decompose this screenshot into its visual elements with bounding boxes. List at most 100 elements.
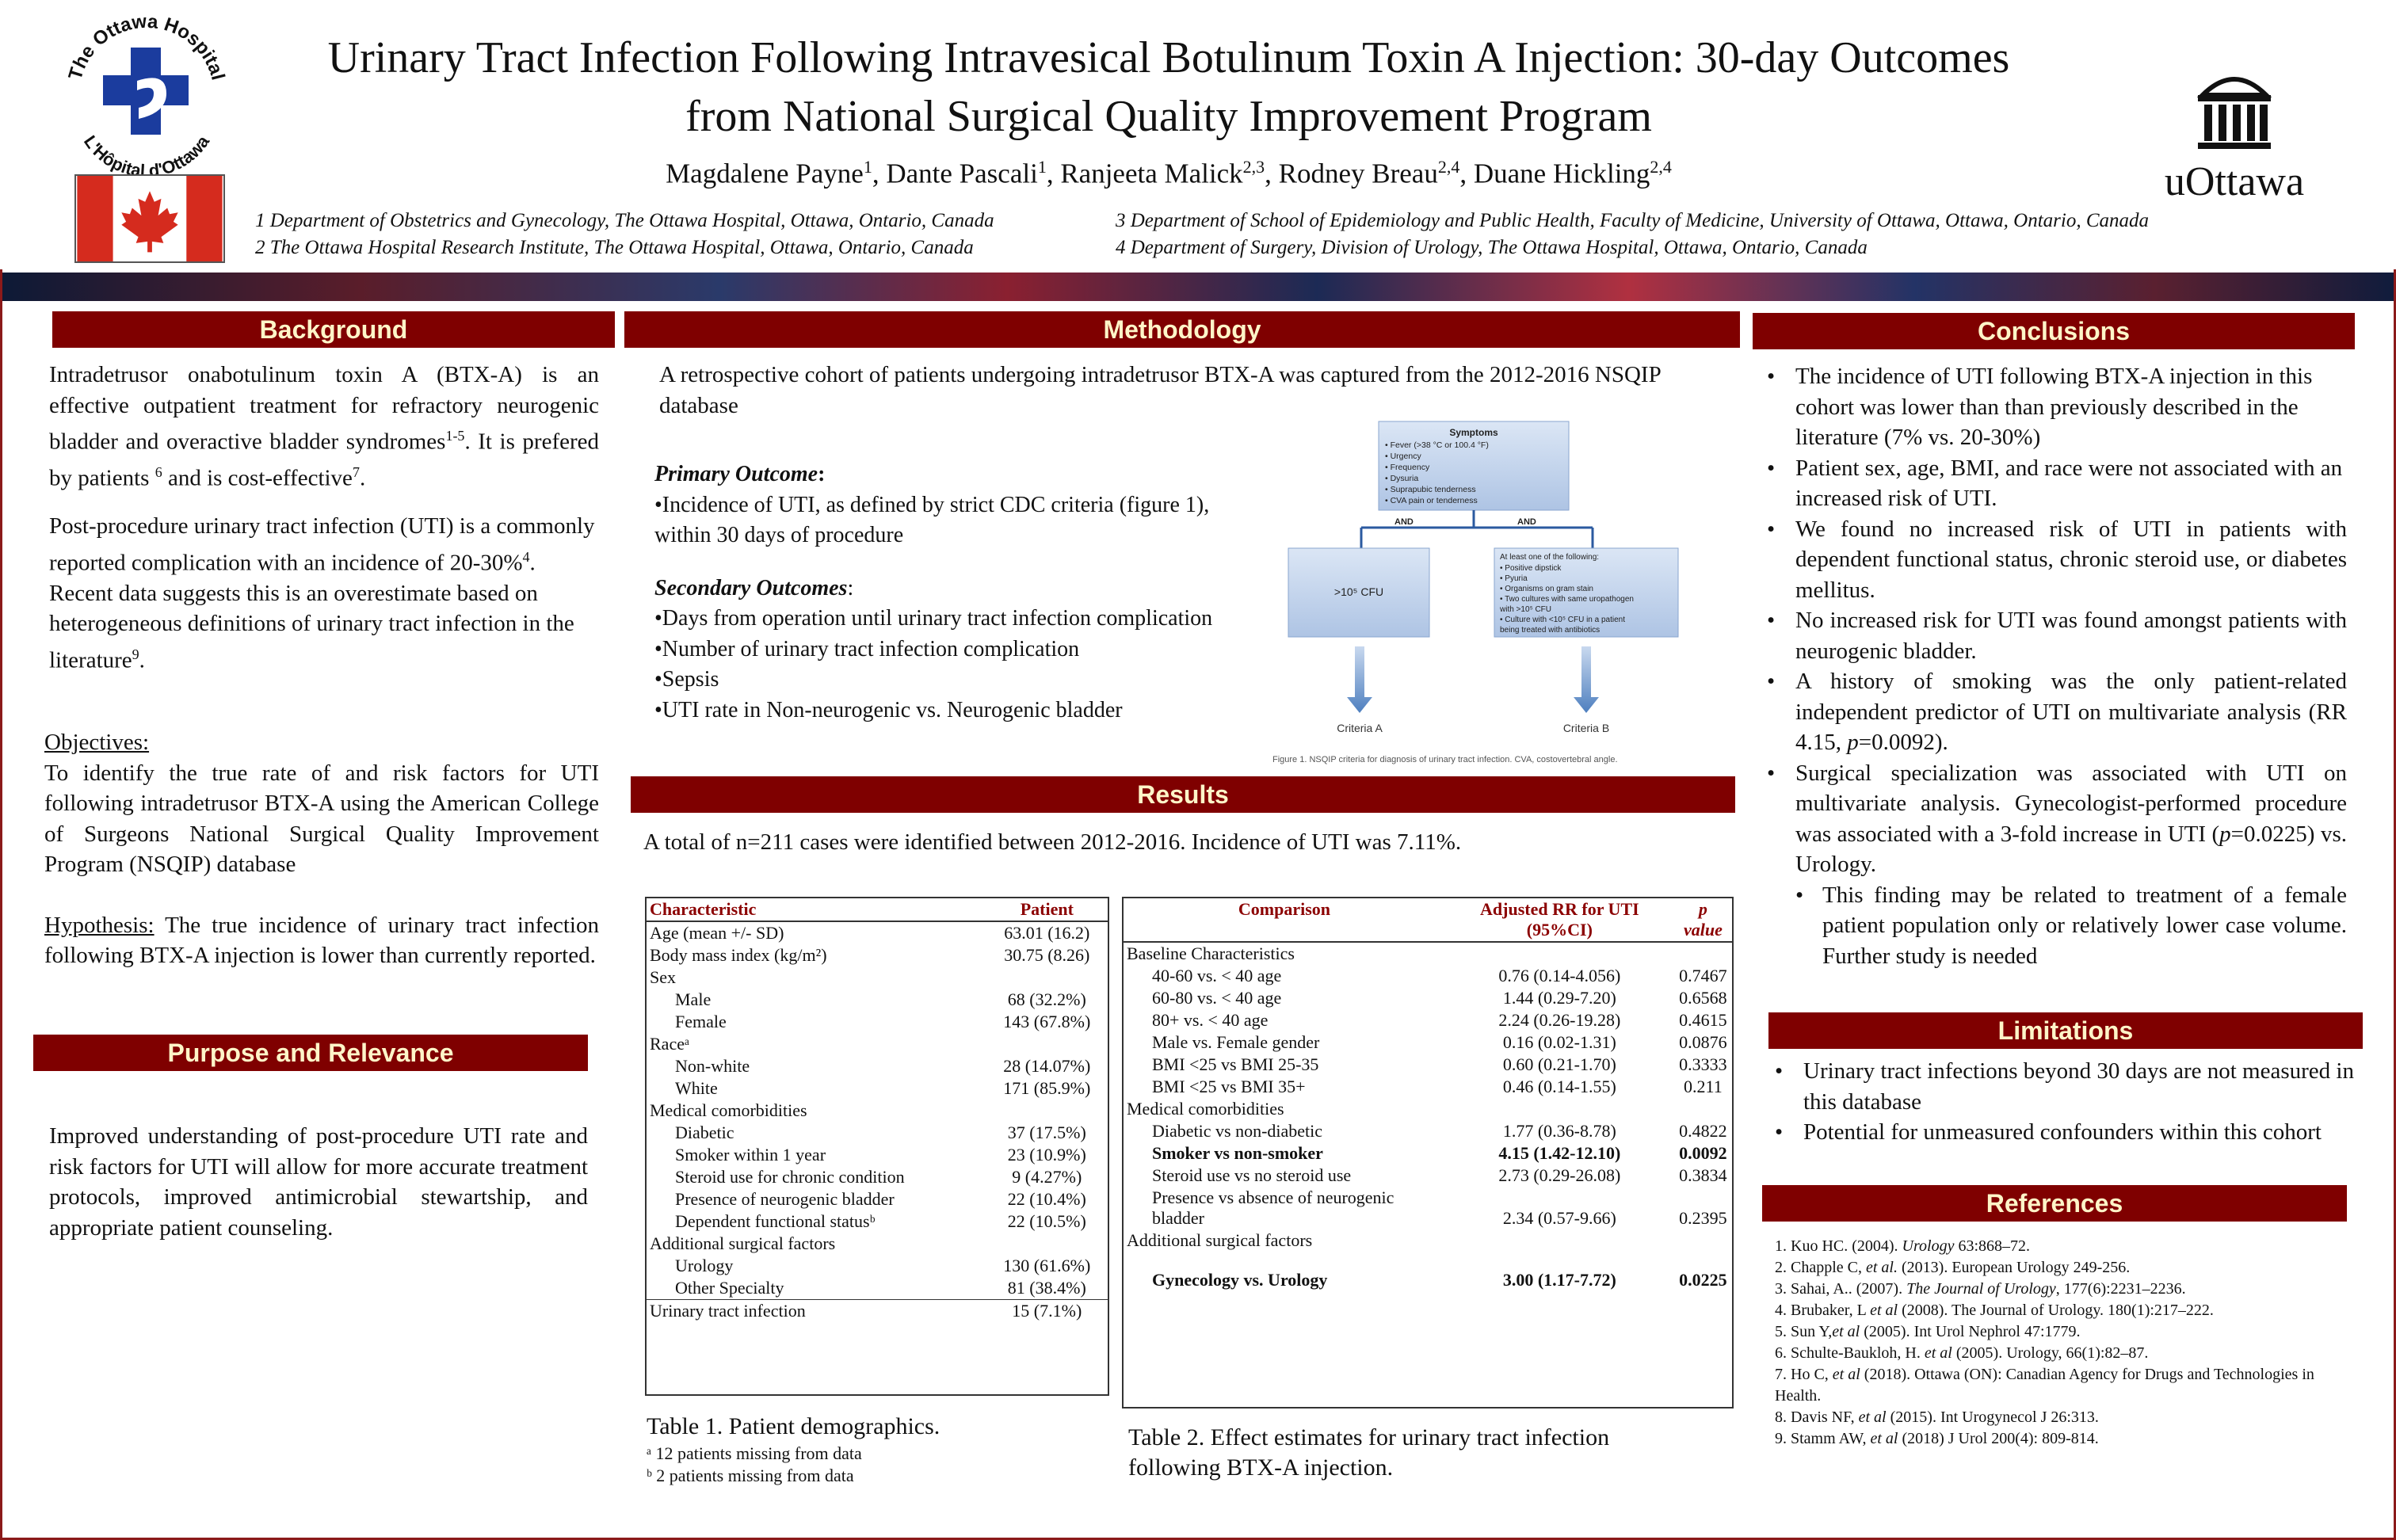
ottawa-hospital-logo: The Ottawa Hospital L'Hôpital d'Ottawa <box>64 11 228 174</box>
reference-part: et al <box>1924 1344 1952 1362</box>
poster-title: Urinary Tract Infection Following Intrav… <box>238 29 2100 146</box>
criteria-b-item: • Organisms on gram stain <box>1500 585 1593 593</box>
table-1-patient-cell: 37 (17.5%) <box>1007 1123 1086 1142</box>
arrow-down-icon <box>1347 646 1372 713</box>
primary-outcome-label-line: Primary Outcome: <box>654 462 826 486</box>
table-2-rr-cell: 0.76 (0.14-4.056) <box>1498 966 1621 985</box>
table-2-rr-cell <box>1445 1098 1674 1120</box>
table-row: Steroid use vs no steroid use 2.73 (0.29-… <box>1124 1165 1732 1187</box>
reference-part: et al <box>1832 1366 1860 1383</box>
affiliation-3: 3 Department of School of Epidemiology a… <box>1116 210 2149 231</box>
table-2-rr-cell: 3.00 (1.17-7.72) <box>1502 1270 1616 1290</box>
table-1-patient-cell: 130 (61.6%) <box>1003 1256 1091 1275</box>
title-line-2: from National Surgical Quality Improveme… <box>685 92 1652 141</box>
background-section: Intradetrusor onabotulinum toxin A (BTX-… <box>49 360 599 676</box>
cfu-box-text: >10⁵ CFU <box>1334 585 1383 598</box>
table-2-p-cell: 0.4615 <box>1679 1010 1727 1030</box>
reference-part: 63:868–72. <box>1954 1237 2031 1255</box>
author-name: Dante Pascali <box>886 158 1038 189</box>
symptom-item: • Suprapubic tenderness <box>1385 485 1476 494</box>
cfu-box <box>1288 547 1430 638</box>
author-name: Duane Hickling <box>1473 158 1650 189</box>
criteria-b-item: with >10⁵ CFU <box>1499 605 1551 614</box>
symptom-item: • Fever (>38 °C or 100.4 °F) <box>1385 440 1489 450</box>
table-2-comparison-cell: Gynecology vs. Urology <box>1152 1270 1328 1290</box>
criteria-b-box <box>1494 547 1679 638</box>
table-2-p-cell: 0.0092 <box>1679 1143 1727 1163</box>
table-2-caption: Table 2. Effect estimates for urinary tr… <box>1128 1424 1610 1481</box>
table-2-comparison-cell: Male vs. Female gender <box>1152 1032 1320 1052</box>
table-row: Urology 130 (61.6%) <box>647 1255 1108 1277</box>
table-row: Age (mean +/- SD)63.01 (16.2) <box>647 921 1108 944</box>
table-row: Medical comorbidities <box>647 1100 1108 1122</box>
table-1-characteristic-cell: Presence of neurogenic bladder <box>675 1189 895 1209</box>
reference-part: (2018) J Urol 200(4): 809-814. <box>1898 1430 2099 1447</box>
hospital-logo-bottom-text: L'Hôpital d'Ottawa <box>80 132 214 174</box>
objectives-label: Objectives: <box>44 730 150 755</box>
reference-part: 6. Schulte-Baukloh, H. <box>1775 1344 1925 1362</box>
table-1-note-a: ᵃ 12 patients missing from data <box>647 1443 862 1463</box>
author-affil-sup: 1 <box>863 157 872 177</box>
reference-part: 9. Stamm AW, <box>1775 1430 1871 1447</box>
author-affil-sup: 2,3 <box>1242 157 1265 177</box>
table-1-patient-cell: 22 (10.4%) <box>1007 1189 1086 1209</box>
affiliations-right: 3 Department of School of Epidemiology a… <box>1116 208 2352 261</box>
table-row: Body mass index (kg/m²)30.75 (8.26) <box>647 944 1108 966</box>
table-1-caption: Table 1. Patient demographics. <box>647 1413 940 1439</box>
author-affil-sup: 2,4 <box>1437 157 1460 177</box>
affiliation-1: 1 Department of Obstetrics and Gynecolog… <box>255 210 994 231</box>
reference-part: et al <box>1858 1408 1887 1426</box>
table-2-comparison-cell: 40-60 vs. < 40 age <box>1152 966 1282 985</box>
table-2-p-cell: 0.0876 <box>1679 1032 1727 1052</box>
conclusions-sublist: This finding may be related to treatment… <box>1792 880 2347 972</box>
table-2-rr-cell: 2.73 (0.29-26.08) <box>1498 1165 1621 1185</box>
table-2-header-comparison: Comparison <box>1124 898 1445 943</box>
table-2-p-cell: 0.3834 <box>1679 1165 1727 1185</box>
author-list: Magdalene Payne1, Dante Pascali1, Ranjee… <box>666 157 1672 189</box>
reference-item: 1. Kuo HC. (2004). Urology 63:868–72. <box>1775 1236 2353 1257</box>
secondary-outcome-label-line: Secondary Outcomes: <box>654 575 854 600</box>
table-row: Baseline Characteristics <box>1124 942 1732 965</box>
limitation-item: Urinary tract infections beyond 30 days … <box>1772 1056 2355 1117</box>
table-1-patient-cell: 68 (32.2%) <box>1007 989 1086 1009</box>
table-2-p-cell <box>1674 1098 1732 1120</box>
figure-1-caption: Figure 1. NSQIP criteria for diagnosis o… <box>1272 755 1618 764</box>
affiliation-4: 4 Department of Surgery, Division of Uro… <box>1116 237 1868 258</box>
table-2-p-cell: 0.211 <box>1684 1077 1723 1096</box>
table-1-patient-cell <box>986 1033 1108 1055</box>
table-1-patient-cell <box>986 966 1108 989</box>
criteria-a-label: Criteria A <box>1337 722 1383 734</box>
table-1-characteristic-cell: Urology <box>675 1256 734 1275</box>
background-heading: Background <box>52 311 615 348</box>
uottawa-wordmark: uOttawa <box>2165 159 2304 204</box>
effect-estimates-table: Comparison Adjusted RR for UTI (95%CI) p… <box>1124 898 1732 1291</box>
table-2-rr-cell: 4.15 (1.42-12.10) <box>1498 1143 1621 1163</box>
table-2-comparison-cell: Steroid use vs no steroid use <box>1152 1165 1352 1185</box>
table-1-patient-cell <box>986 1233 1108 1255</box>
table-1-patient-cell: 28 (14.07%) <box>1003 1056 1091 1076</box>
hypothesis-label: Hypothesis: <box>44 912 155 938</box>
criteria-b-title: At least one of the following: <box>1500 553 1599 562</box>
reference-part: Urology <box>1902 1237 1955 1255</box>
table-2-p-cell: 0.3333 <box>1679 1054 1727 1074</box>
table-2-comparison-cell: Diabetic vs non-diabetic <box>1152 1121 1323 1141</box>
limitations-list: Urinary tract infections beyond 30 days … <box>1772 1056 2355 1148</box>
title-line-1: Urinary Tract Infection Following Intrav… <box>327 33 2010 82</box>
table-1-characteristic-cell: Female <box>675 1012 727 1031</box>
table-2-rr-cell: 0.46 (0.14-1.55) <box>1502 1077 1616 1096</box>
table-2-comparison-cell: Baseline Characteristics <box>1127 943 1295 963</box>
secondary-outcome-item: •UTI rate in Non-neurogenic vs. Neurogen… <box>654 697 1123 722</box>
table-1-patient-cell: 22 (10.5%) <box>1007 1211 1086 1231</box>
table-2-rr-cell <box>1445 942 1674 965</box>
table-2-rr-cell: 2.34 (0.57-9.66) <box>1502 1208 1616 1228</box>
table-2-p-cell: 0.6568 <box>1679 988 1727 1008</box>
table-2-comparison-cell: BMI <25 vs BMI 35+ <box>1152 1077 1306 1096</box>
table-2-rr-cell: 0.60 (0.21-1.70) <box>1502 1054 1616 1074</box>
